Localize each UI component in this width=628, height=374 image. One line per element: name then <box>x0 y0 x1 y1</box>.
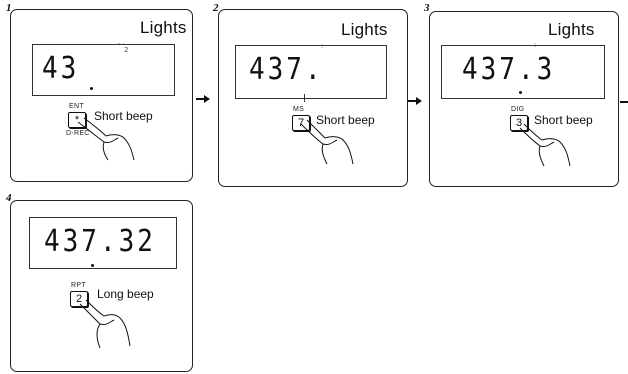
lights-label: Lights <box>341 20 388 39</box>
beep-label: Short beep <box>534 113 593 127</box>
right-arrow-icon <box>196 95 210 103</box>
step-2: 2 Lights : 437. MS 7 Short beep <box>213 0 423 190</box>
pointing-hand-icon <box>77 117 135 161</box>
beep-label: Short beep <box>94 109 153 123</box>
key-caption-top: RPT <box>71 282 86 289</box>
display-window <box>235 45 387 99</box>
lights-label: Lights <box>548 20 595 39</box>
step-number: 4 <box>6 192 12 204</box>
step-number: 1 <box>6 2 12 14</box>
key-caption-top: ENT <box>69 103 84 110</box>
right-arrow-icon <box>408 97 422 105</box>
display-readout: 437.3 <box>462 52 556 88</box>
pointing-hand-icon <box>300 120 354 165</box>
display-readout: 437. <box>249 52 324 88</box>
step-frame <box>10 200 193 372</box>
key-caption-top: MS <box>293 106 305 113</box>
indicator-dot <box>91 264 94 267</box>
right-arrow-icon <box>620 101 628 103</box>
display-readout: 437.32 <box>44 224 156 260</box>
display-window <box>29 217 177 269</box>
pointing-hand-icon <box>519 124 571 167</box>
indicator-glyph: 2 <box>124 46 129 54</box>
key-3[interactable]: 3 <box>510 115 528 131</box>
step-4: 4 437.32 RPT 2 Long beep <box>0 190 200 374</box>
display-readout: 43 <box>42 51 80 87</box>
indicator-dot <box>519 91 522 94</box>
indicator-glyph: : <box>321 42 324 50</box>
asterisk-key[interactable]: * <box>68 112 86 128</box>
indicator-dot <box>90 87 93 90</box>
step-frame <box>429 11 619 187</box>
step-number: 2 <box>213 2 219 14</box>
step-number: 3 <box>424 2 430 14</box>
key-caption-top: DIG <box>511 106 525 113</box>
key-caption-bottom: D-REC <box>66 130 90 137</box>
key-2[interactable]: 2 <box>70 291 88 307</box>
step-1: 1 Lights · · 2 43 ENT * D-REC Short beep <box>0 0 200 185</box>
display-window <box>32 44 175 96</box>
lights-label: Lights <box>140 18 187 37</box>
beep-label: Short beep <box>316 113 375 127</box>
beep-label: Long beep <box>97 287 154 301</box>
display-window <box>441 45 605 99</box>
pointing-hand-icon <box>79 299 131 349</box>
indicator-tick <box>304 94 305 102</box>
step-3: 3 Lights : 437.3 DIG 3 Short beep <box>424 0 628 190</box>
